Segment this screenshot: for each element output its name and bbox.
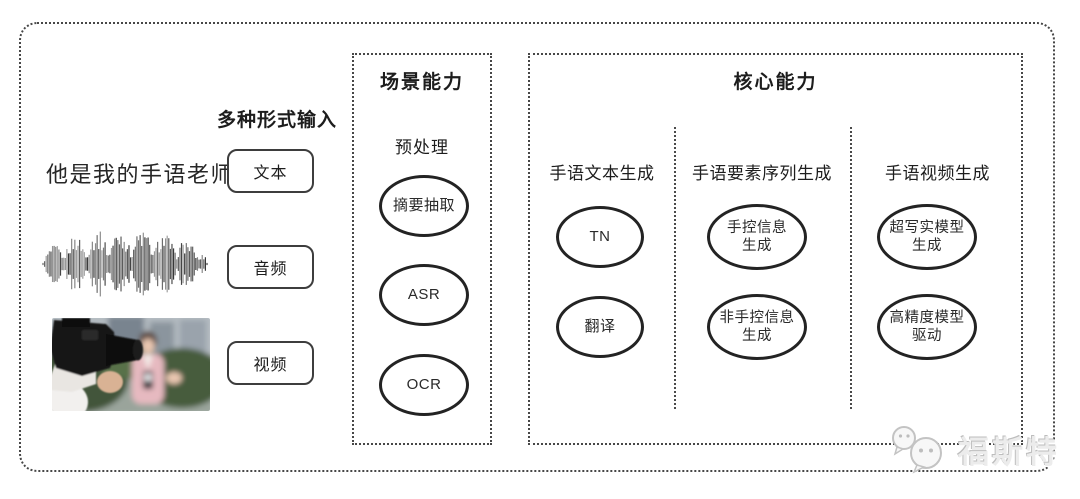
- scene-capability-box: 场景能力 预处理 摘要抽取 ASR OCR: [352, 53, 492, 445]
- input-type-label: 视频: [253, 357, 288, 374]
- outer-dotted-frame: [19, 22, 1055, 472]
- node-label-line1: 手控信息: [727, 219, 787, 236]
- node-label-line1: 非手控信息: [719, 309, 795, 326]
- node-label: 摘要抽取: [392, 196, 455, 214]
- node-asr: ASR: [379, 264, 469, 326]
- news-photo-illustration: [52, 318, 210, 411]
- scene-capability-title: 场景能力: [379, 72, 464, 93]
- column-header-sign-video-generation: 手语视频生成: [885, 164, 990, 183]
- preprocess-label: 预处理: [395, 138, 449, 157]
- input-type-label: 音频: [253, 261, 288, 278]
- input-type-box-text: 文本: [227, 149, 314, 193]
- node-hyperrealistic-model-generation: 超写实模型 生成: [877, 204, 977, 270]
- node-label: OCR: [406, 375, 442, 393]
- core-capability-title: 核心能力: [733, 72, 818, 93]
- audio-waveform-icon: [42, 231, 208, 297]
- input-type-box-audio: 音频: [227, 245, 314, 289]
- video-thumbnail-image: [52, 318, 210, 411]
- core-capability-box: 核心能力 手语文本生成 手语要素序列生成 手语视频生成 TN 翻译 手控信息 生…: [528, 53, 1023, 445]
- node-label: ASR: [407, 285, 441, 303]
- node-label-line2: 生成: [742, 328, 772, 344]
- input-section-label: 多种形式输入: [217, 110, 338, 131]
- column-divider: [674, 127, 676, 409]
- node-label-line1: 超写实模型: [889, 219, 965, 236]
- node-label-line2: 驱动: [912, 328, 942, 344]
- node-label-line1: 高精度模型: [889, 309, 965, 326]
- node-label: TN: [589, 227, 611, 245]
- node-summary-extraction: 摘要抽取: [379, 175, 469, 237]
- node-label: 翻译: [584, 317, 616, 335]
- node-high-precision-model-driving: 高精度模型 驱动: [877, 294, 977, 360]
- input-type-label: 文本: [253, 165, 288, 182]
- node-ocr: OCR: [379, 354, 469, 416]
- column-header-sign-text-generation: 手语文本生成: [549, 164, 655, 183]
- column-divider: [850, 127, 852, 409]
- node-translation: 翻译: [556, 296, 644, 358]
- node-manual-info-generation: 手控信息 生成: [707, 204, 807, 270]
- node-label-line2: 生成: [742, 238, 772, 254]
- node-label-line2: 生成: [912, 238, 942, 254]
- column-header-sign-element-sequence-generation: 手语要素序列生成: [692, 164, 832, 183]
- node-non-manual-info-generation: 非手控信息 生成: [707, 294, 807, 360]
- sample-sentence-text: 他是我的手语老师: [46, 162, 235, 187]
- node-tn: TN: [556, 206, 644, 268]
- input-type-box-video: 视频: [227, 341, 314, 385]
